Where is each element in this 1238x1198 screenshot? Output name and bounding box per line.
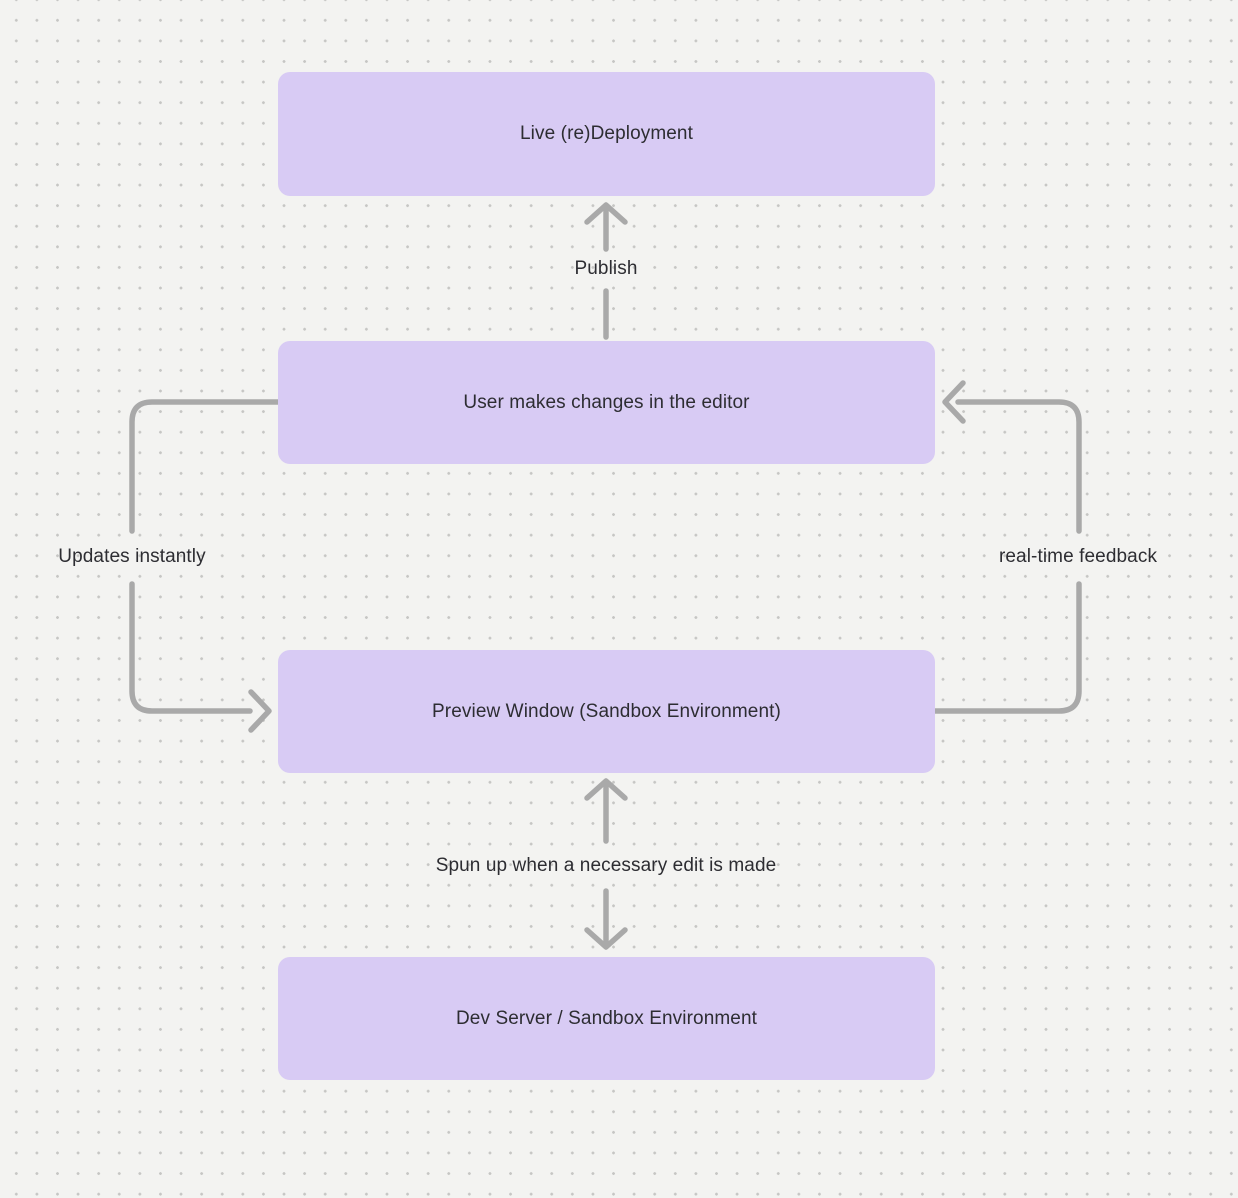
edge-label-real-time-feedback: real-time feedback	[998, 546, 1158, 567]
node-label: User makes changes in the editor	[463, 391, 750, 413]
node-label: Preview Window (Sandbox Environment)	[432, 700, 781, 722]
arrowhead-right-icon	[248, 689, 272, 733]
edge-label-updates-instantly: Updates instantly	[58, 546, 206, 567]
node-label: Live (re)Deployment	[520, 123, 693, 144]
edge-label-spun-up: Spun up when a necessary edit is made	[435, 855, 777, 876]
node-dev-server: Dev Server / Sandbox Environment	[278, 957, 935, 1080]
arrowhead-down-icon	[584, 927, 628, 950]
arrowhead-up-icon	[584, 778, 628, 801]
node-label: Dev Server / Sandbox Environment	[455, 1007, 757, 1029]
edge-label-publish: Publish	[574, 258, 638, 279]
node-preview-window: Preview Window (Sandbox Environment)	[278, 650, 935, 773]
node-live-redeployment: Live (re)Deployment	[278, 72, 935, 196]
arrowhead-left-icon	[942, 380, 966, 424]
node-user-editor: User makes changes in the editor	[278, 341, 935, 464]
arrowhead-up-icon	[584, 202, 628, 225]
